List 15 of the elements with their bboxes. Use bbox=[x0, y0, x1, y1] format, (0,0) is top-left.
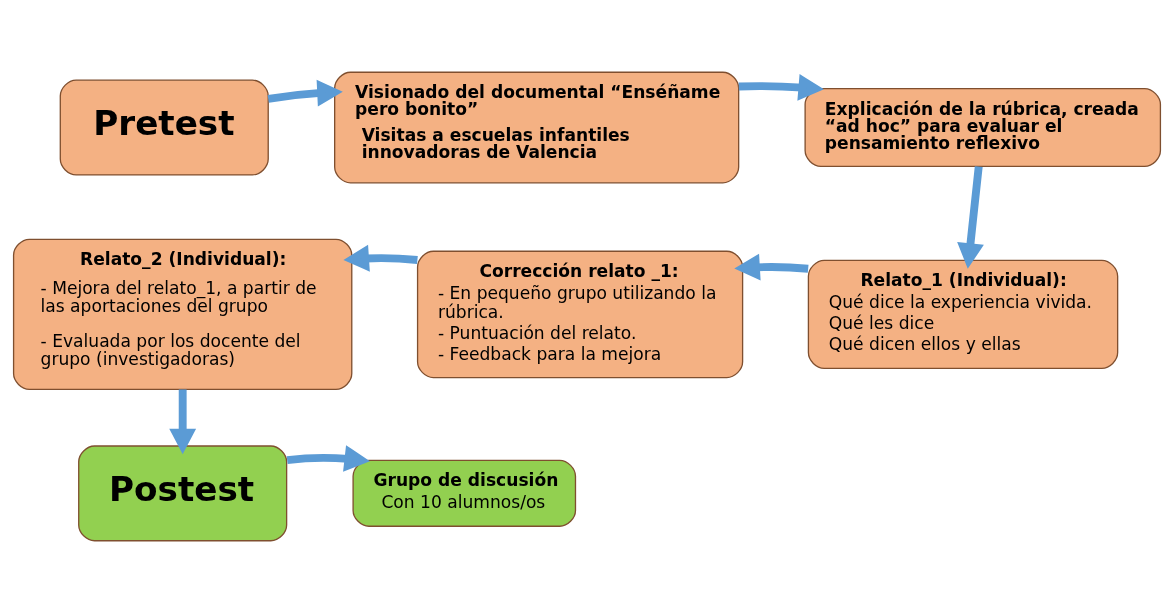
arrow bbox=[343, 244, 418, 272]
arrow bbox=[957, 166, 984, 269]
node-box: Grupo de discusión Con 10 alumnos/os bbox=[352, 459, 577, 527]
arrow bbox=[738, 73, 824, 101]
node-box: Explicación de la rúbrica, creada “ad hoc” para evaluar el pensamiento reflexivo bbox=[804, 88, 1162, 167]
arrow bbox=[286, 445, 370, 472]
node-box: Relato_2 (Individual): - Mejora del relato_1, a partir de las aportaciones del grupo - Evaluada por los docente del grupo (investigadoras) bbox=[12, 238, 353, 391]
arrow bbox=[169, 389, 197, 455]
node-box: Pretest bbox=[59, 79, 269, 176]
node-box: Relato_1 (Individual): Qué dice la experiencia vivida. Qué les dice Qué dicen ellos y ellas bbox=[807, 259, 1119, 369]
node-box: Corrección relato _1: - En pequeño grupo utilizando la rúbrica. - Puntuación del relato. - Feedback para la mejora bbox=[416, 250, 744, 379]
arrow bbox=[267, 79, 343, 107]
arrow bbox=[734, 253, 809, 281]
node-box: Postest bbox=[78, 445, 288, 542]
node-box: Visionado del documental “Enséñame pero bonito” Visitas a escuelas infantiles innovadoras de Valencia bbox=[334, 71, 740, 184]
